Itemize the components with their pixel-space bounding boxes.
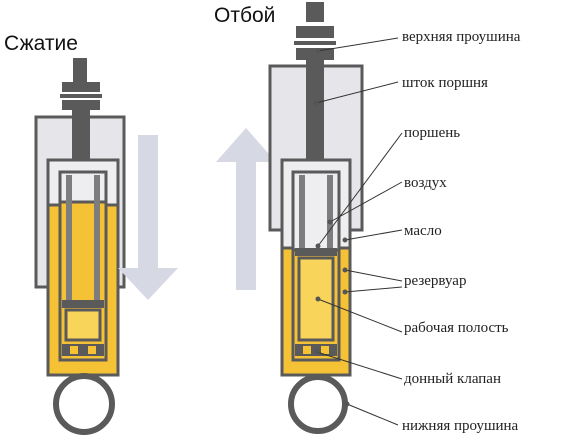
label-piston: поршень (404, 125, 460, 141)
compression-base-valve (62, 344, 104, 356)
rebound-top-stud (306, 2, 324, 22)
label-working-chamber: рабочая полость (404, 320, 509, 336)
compression-top-washer (62, 82, 100, 92)
compression-bottom-eye (53, 373, 115, 435)
label-air: воздух (404, 175, 447, 191)
label-reservoir: резервуар (404, 273, 466, 289)
label-base-valve: донный клапан (404, 371, 501, 387)
rebound-piston (295, 248, 337, 256)
compression-piston (62, 300, 104, 308)
compression-caption: Сжатие (4, 32, 78, 55)
rebound-caption: Отбой (214, 4, 275, 27)
rebound-bottom-eye (288, 374, 348, 434)
rebound-top-eye (296, 48, 334, 60)
compression-shock-absorber (34, 58, 126, 435)
rebound-arrow-up (216, 128, 276, 290)
rebound-working-chamber (297, 256, 335, 342)
leader-lines (313, 37, 403, 426)
compression-arrow-down (118, 135, 178, 300)
label-piston-rod: шток поршня (402, 75, 488, 91)
label-oil: масло (404, 223, 442, 239)
rebound-shock-absorber (268, 2, 364, 434)
label-upper-eye: верхняя проушина (402, 29, 521, 45)
label-lower-eye: нижняя проушина (402, 418, 519, 434)
compression-top-stud (73, 58, 87, 84)
